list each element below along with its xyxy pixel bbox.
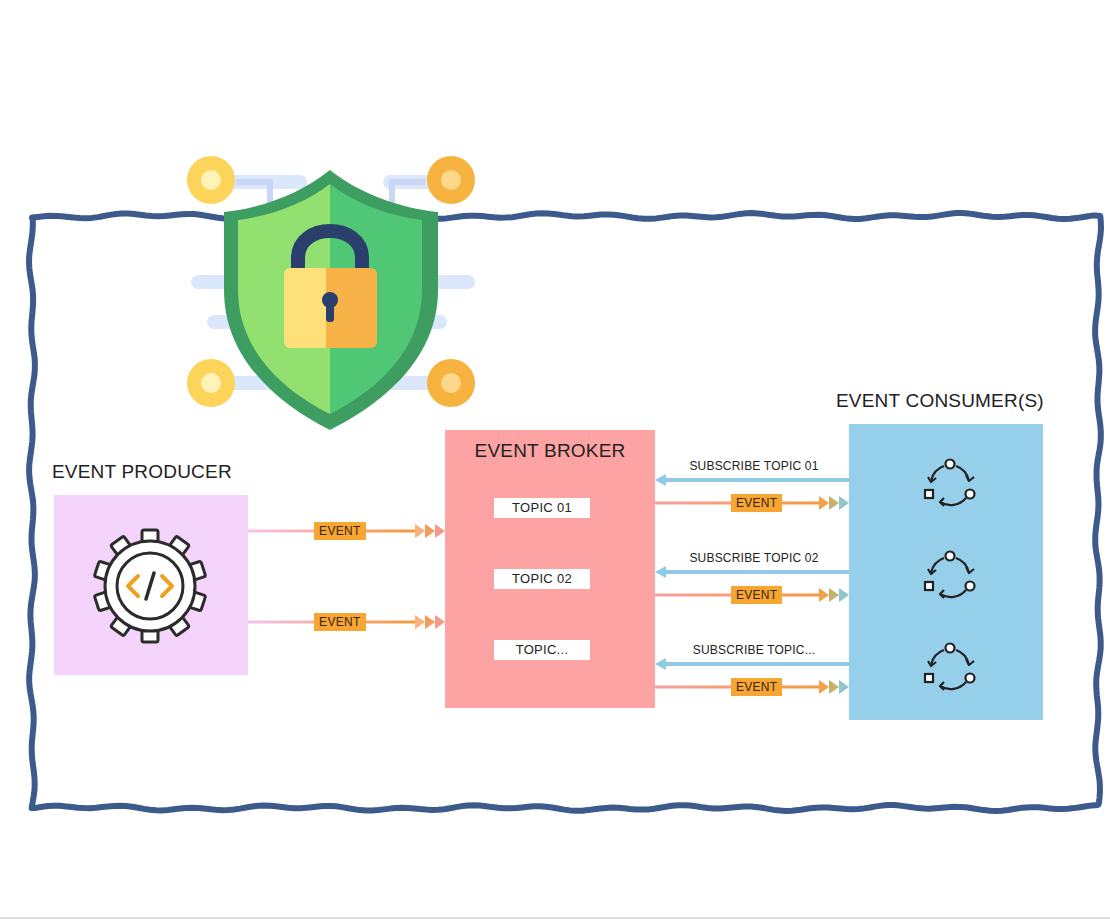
subscribe-arrow [655,658,849,670]
security-shield-illustration [187,156,475,430]
topic-label: TOPIC 02 [494,571,590,587]
event-tag: EVENT [731,494,783,512]
subscribe-arrow [655,474,849,486]
event-tag: EVENT [314,613,366,631]
node-heading: EVENT PRODUCER [52,461,232,483]
event-tag: EVENT [731,586,783,604]
bottom-rule [0,917,1110,919]
node-heading: EVENT CONSUMER(S) [836,390,1044,412]
consumer-box: EVENT CONSUMER(S) [849,424,1043,720]
consumer-cycle-icons [925,460,975,691]
event-tag: EVENT [314,522,366,540]
topic-label: TOPIC... [494,642,590,658]
event-tag: EVENT [731,678,783,696]
subscribe-arrow [655,566,849,578]
topic-box: TOPIC 02 [494,569,590,589]
producer-box: EVENT PRODUCER [54,495,248,675]
node-heading: EVENT BROKER [445,440,655,462]
subscribe-label: SUBSCRIBE TOPIC... [691,643,818,657]
topic-label: TOPIC 01 [494,500,590,516]
topic-box: TOPIC 01 [494,498,590,518]
topic-box: TOPIC... [494,640,590,660]
broker-box: EVENT BROKER TOPIC 01 TOPIC 02 TOPIC... [445,430,655,708]
gear-code-icon [94,530,205,642]
subscribe-label: SUBSCRIBE TOPIC 01 [687,459,820,473]
subscribe-label: SUBSCRIBE TOPIC 02 [687,551,820,565]
wavy-frame [29,213,1101,811]
